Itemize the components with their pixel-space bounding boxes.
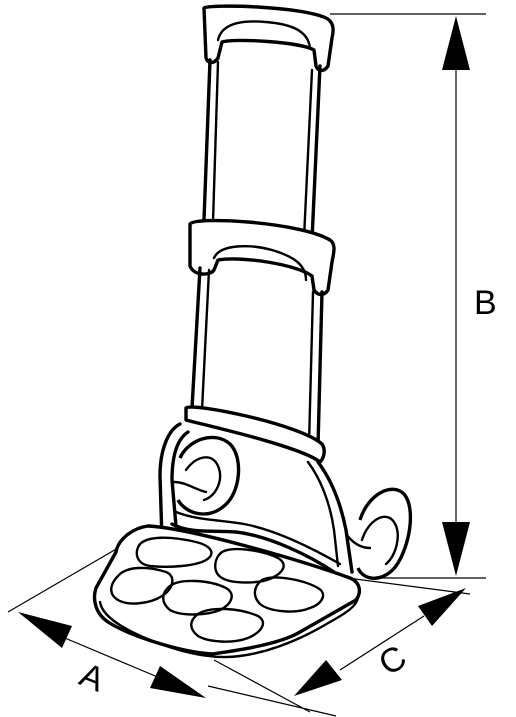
dimension-line-a [59,635,161,679]
frame-crossbar [184,405,326,464]
middle-handle [188,218,336,297]
frame-left-curve-inner [170,430,190,528]
label-b: B [474,284,497,322]
left-wheel-hub [184,456,222,502]
right-wheel-hub [360,515,399,566]
right-wheel-outer [356,487,413,580]
middle-handle-grip [188,218,336,297]
lower-left-tube-inner [200,268,211,412]
plate-slot-3 [110,566,174,605]
arrowhead-a-left [18,612,72,648]
plate-bracket-inner [174,510,342,566]
hand-truck [92,4,413,659]
lower-right-tube-inner [307,290,315,446]
plate-front-edge [98,596,360,659]
right-tube-outer [310,64,322,242]
frame-left-curve [158,422,182,542]
left-tube-outer [202,58,212,222]
frame-base [158,405,354,574]
arrowhead-b-top [442,16,470,70]
frame-right-curve-inner [306,460,340,568]
top-handle-opening [216,20,312,50]
arrowhead-a-right [150,666,206,698]
frame-right-curve [316,460,354,574]
middle-handle-opening [212,245,308,282]
right-tube-inner [302,68,314,240]
arrowhead-c-bottom [294,660,342,696]
left-wheel [172,435,241,516]
label-a: A [74,656,110,700]
extension-line-c-bottom [213,659,311,713]
lower-right-tube-outer [316,290,324,448]
left-wheel-outer [176,435,241,516]
plate-slot-1 [135,536,213,568]
top-handle [202,4,335,73]
upper-tubes [202,58,322,242]
plate-bracket [170,522,336,574]
dimension-b: B [330,13,497,579]
arrowhead-b-bottom [442,522,470,576]
arrowhead-c-top [418,588,466,626]
extension-line-a-right [207,685,337,717]
dimension-line-c [339,615,425,671]
extension-line-a-left [7,547,119,613]
lower-left-tube-outer [190,266,202,410]
plate-slot-5 [253,576,325,613]
left-tube-inner [211,60,220,224]
base-plate [92,524,362,659]
left-wheel-axle [172,480,208,494]
top-handle-grip [202,4,335,73]
right-wheel [344,487,413,580]
lower-tubes [190,266,324,448]
plate-slot-6 [190,607,265,643]
